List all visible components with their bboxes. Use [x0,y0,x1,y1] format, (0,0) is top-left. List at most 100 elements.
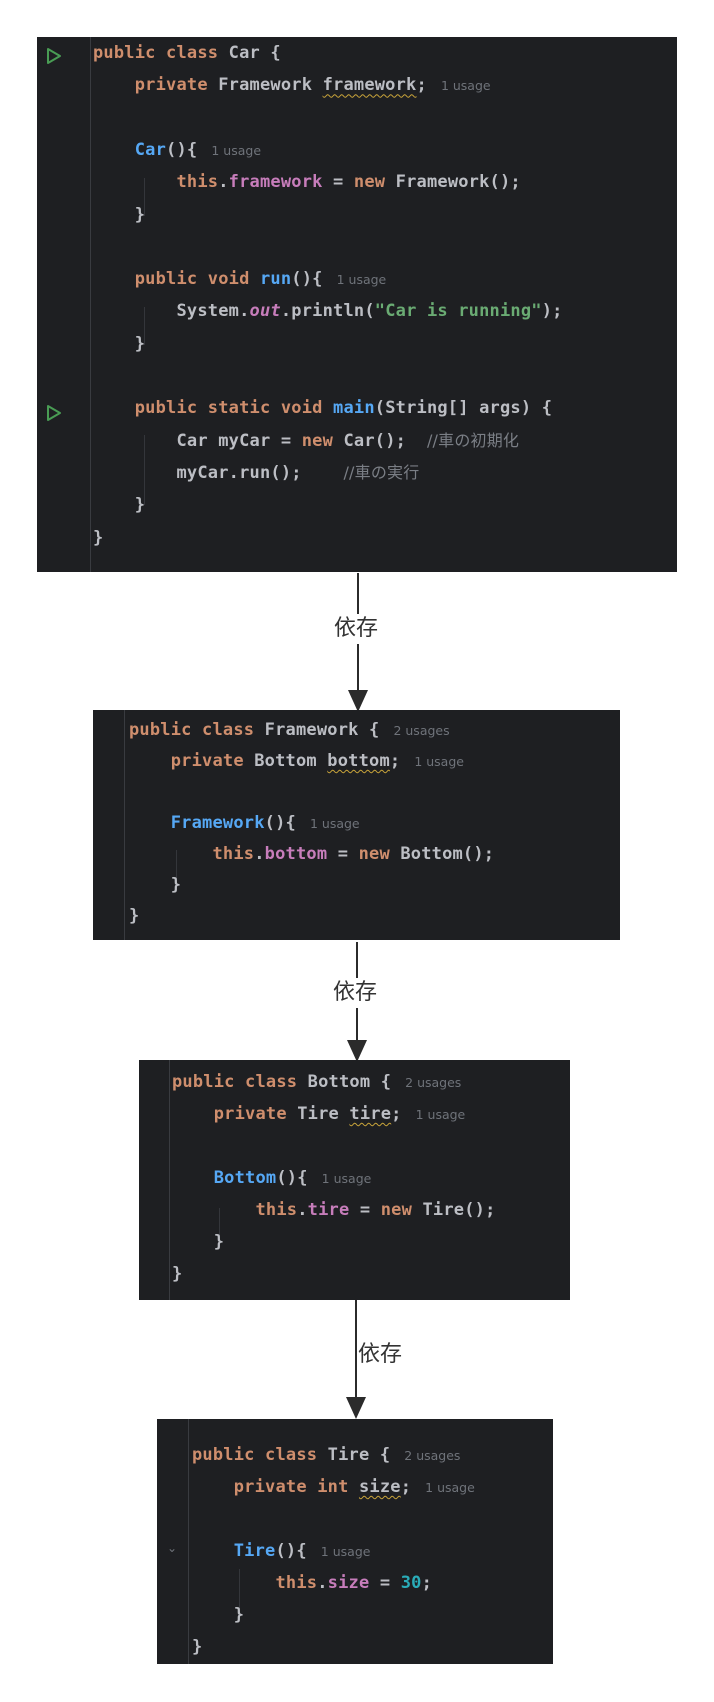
code-token: Bottom [254,751,328,771]
code-line: Bottom(){1 usage [172,1168,372,1189]
code-token: Framework { [264,720,380,740]
code-line: public class Car { [93,43,281,63]
code-token: private [129,751,255,771]
indent-guide [144,435,145,505]
code-token: (String[] args) { [374,398,553,419]
arrow-label: 依存 [333,978,378,1008]
code-line: } [93,334,145,354]
code-token: new [353,172,396,193]
code-token: tire [307,1200,350,1220]
code-token: size [358,1477,401,1497]
code-token: = [369,1573,401,1593]
code-token: (){ [275,1541,307,1561]
code-panel-bottom: public class Bottom {2 usages private Ti… [139,1060,570,1300]
code-line: Tire(){1 usage [192,1541,371,1562]
usage-hint[interactable]: 1 usage [425,1480,475,1495]
code-line: public static void main(String[] args) { [93,398,552,418]
chevron-down-icon[interactable]: ⌄ [167,1541,178,1555]
code-token: } [192,1637,203,1657]
code-token: . [218,172,229,193]
code-token: Framework [218,75,323,96]
code-token: Car(); [343,430,427,451]
code-token: main [333,398,375,419]
code-token: new [301,430,344,451]
code-token: . [297,1200,308,1220]
indent-guide [239,1569,240,1609]
code-token: public class [192,1445,328,1465]
code-token: (){ [276,1168,308,1188]
code-line: public void run(){1 usage [93,269,387,290]
code-token: } [129,875,182,895]
code-token: private int [192,1477,359,1497]
code-line: } [93,205,145,225]
code-token: .println( [280,301,375,322]
code-token: public class [93,43,229,63]
code-token: this [172,1200,298,1220]
code-token: Car [93,139,167,160]
code-token: = [327,844,359,864]
code-line: this.framework = new Framework(); [93,172,521,192]
code-token: public class [129,720,265,740]
code-token: tire [349,1104,392,1124]
code-token: framework [322,75,417,96]
arrow-head-icon [346,1397,366,1419]
code-line: this.bottom = new Bottom(); [129,844,494,864]
code-token: public void [93,269,260,290]
code-token: ); [541,301,563,322]
code-panel-tire: ⌄ public class Tire {2 usages private in… [157,1419,553,1664]
code-token: } [93,527,104,548]
usage-hint[interactable]: 1 usage [415,1107,466,1122]
gutter-separator [90,37,91,572]
code-line: private Tire tire;1 usage [172,1104,466,1125]
code-token: . [317,1573,328,1593]
usage-hint[interactable]: 1 usage [414,754,464,769]
code-token: framework [228,172,323,193]
code-token: 30 [400,1573,422,1593]
arrow-label: 依存 [358,1340,403,1370]
run-triangle-icon[interactable] [46,47,62,65]
code-token: run [259,269,292,290]
code-token: size [327,1573,370,1593]
code-token: Car { [228,43,281,63]
usage-hint[interactable]: 1 usage [309,816,360,831]
arrow-head-icon [348,690,368,712]
usage-hint[interactable]: 1 usage [211,142,262,158]
code-token: = [322,172,354,193]
code-line: Framework(){1 usage [129,813,360,834]
code-token: new [380,1200,423,1220]
code-line: public class Framework { 2 usages [129,720,450,741]
gutter-separator [124,710,125,940]
code-panel-car: public class Car { private Framework fra… [37,37,677,572]
gutter-separator [188,1419,189,1664]
usage-hint[interactable]: 2 usages [393,723,450,738]
usage-hint[interactable]: 1 usage [320,1544,371,1559]
code-line: } [172,1232,224,1252]
code-line: this.size = 30; [192,1573,432,1593]
code-line: } [129,875,181,895]
code-token: ; [421,1573,433,1593]
code-token: } [93,333,146,354]
usage-hint[interactable]: 1 usage [440,78,491,94]
code-token: bottom [327,751,390,771]
code-line: Car(){ 1 usage [93,140,261,161]
code-comment: //車の実行 [343,462,420,482]
code-line: System.out.println("Car is running"); [93,301,563,321]
arrow-label: 依存 [334,614,379,644]
code-token: . [254,844,265,864]
code-line: this.tire = new Tire(); [172,1200,496,1220]
code-panel-framework: public class Framework { 2 usages private… [93,710,620,940]
run-triangle-icon[interactable] [46,404,62,422]
code-line: } [129,906,139,926]
code-token: (){ [166,139,198,160]
code-line: Car myCar = new Car(); //車の初期化 [93,431,519,451]
code-comment: //車の初期化 [426,430,520,450]
code-line: private Bottom bottom;1 usage [129,751,464,772]
code-token: } [93,204,146,225]
usage-hint[interactable]: 2 usages [405,1075,462,1090]
code-line: public class Tire {2 usages [192,1445,460,1466]
indent-guide [176,850,177,888]
usage-hint[interactable]: 1 usage [336,272,387,288]
code-token: this [192,1573,318,1593]
usage-hint[interactable]: 2 usages [404,1448,461,1463]
usage-hint[interactable]: 1 usage [321,1171,372,1186]
